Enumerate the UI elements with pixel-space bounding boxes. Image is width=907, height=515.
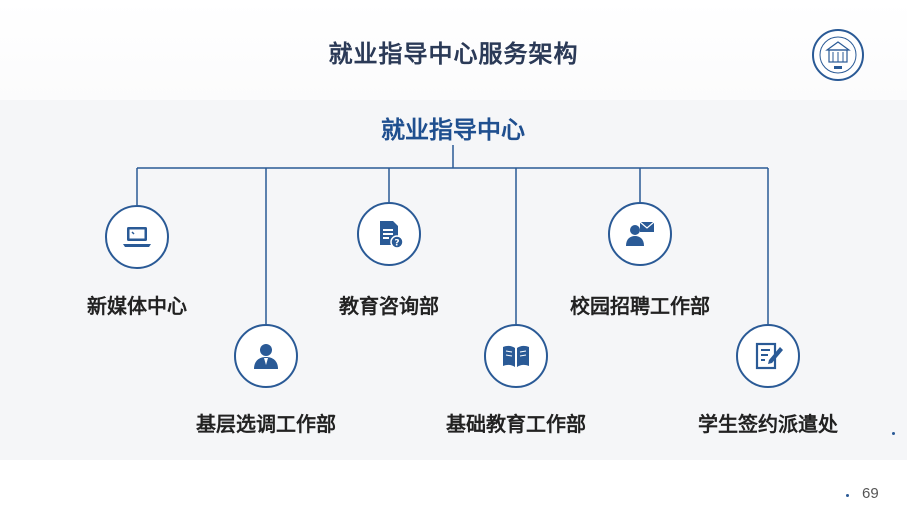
- document-question-icon: ?: [357, 202, 421, 266]
- org-root-label: 就业指导中心: [381, 116, 525, 144]
- laptop-icon: [105, 205, 169, 269]
- department-label-student-contract: 学生签约派遣处: [698, 412, 838, 436]
- decorative-dot: [846, 494, 849, 497]
- slide-title: 就业指导中心服务架构: [328, 40, 579, 68]
- header-band: [0, 0, 907, 100]
- svg-text:?: ?: [394, 239, 399, 249]
- department-label-education-consulting: 教育咨询部: [339, 294, 439, 318]
- department-label-grassroots: 基层选调工作部: [196, 412, 336, 436]
- department-label-new-media: 新媒体中心: [87, 294, 187, 318]
- department-label-campus-recruitment: 校园招聘工作部: [570, 294, 710, 318]
- open-book-icon: [484, 324, 548, 388]
- university-seal-logo: [812, 29, 864, 81]
- footer-band: [0, 460, 907, 515]
- person-icon: [234, 324, 298, 388]
- decorative-dot: [892, 432, 895, 435]
- person-mail-icon: [608, 202, 672, 266]
- page-number: 69: [862, 485, 879, 502]
- form-pen-icon: [736, 324, 800, 388]
- department-label-basic-education: 基础教育工作部: [446, 412, 586, 436]
